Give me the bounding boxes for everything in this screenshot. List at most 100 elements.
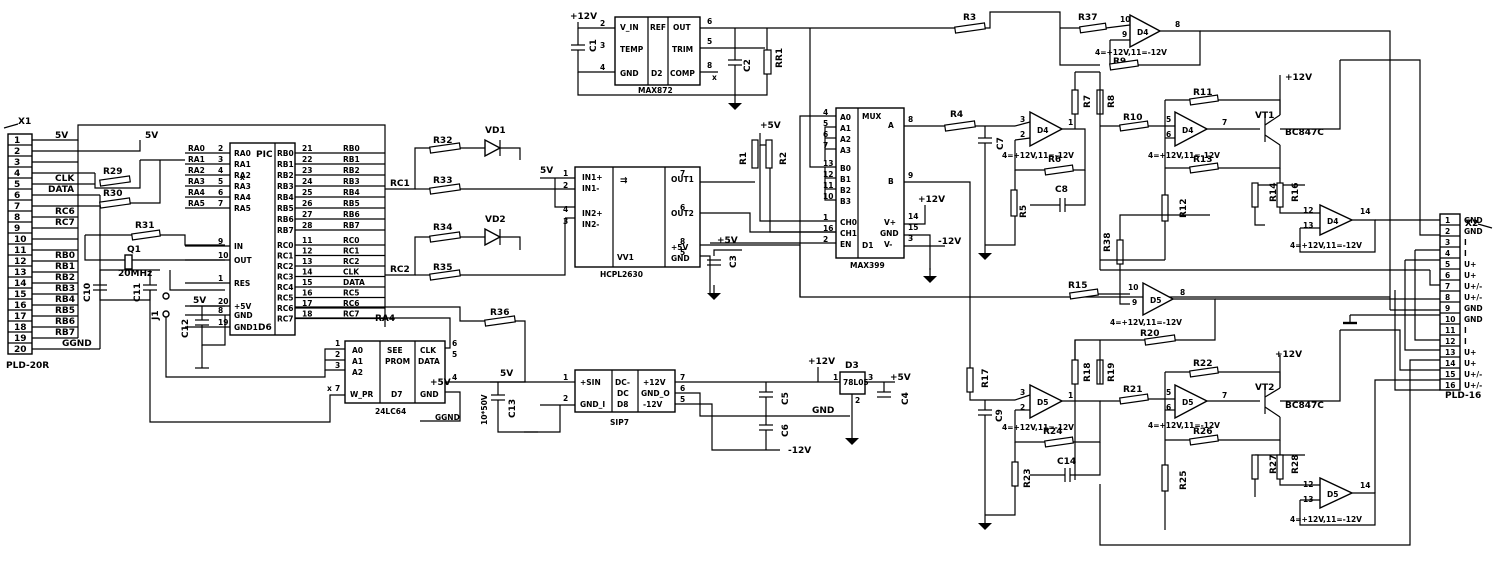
resistor-r28 [1276,454,1284,480]
d7-a2: A2 [352,368,363,377]
d1-r-5v: +5V [760,121,781,131]
d4b-supply: 4=+12V,11=-12V [1002,151,1074,160]
x1-net-rc7: RC7 [55,218,75,228]
r10-label: R10 [1123,113,1142,123]
d6-left-pins: RA02RA0RA13RA1RA24RA2RA35RA3RA46RA4RA57R… [185,144,258,332]
vv1-ref: VV1 [617,253,634,262]
d1-pin-a0: A0 [840,113,851,122]
d6-power: 5V C12 [181,296,226,369]
d6-lnum-2: 4 [218,166,223,175]
d2-pin-trim: TRIM [672,45,693,54]
d6-lnet-0: RA0 [188,144,205,153]
d6-lnum-0: 2 [218,144,223,153]
d2-pin-temp: TEMP [620,45,644,54]
c14-label: C14 [1057,457,1076,467]
x1-pin-11: 11 [14,246,27,256]
crystal-q1 [124,254,133,270]
d3-part: 78L05 [843,378,869,387]
sip7-d8: D8 [617,400,628,409]
x1-pin-15: 15 [14,290,27,300]
rr1-label: RR1 [775,48,785,68]
d1-lnum-0: 4 [823,108,828,117]
x2-signal-14: U+ [1464,359,1476,368]
x2-pin-6: 6 [1445,271,1450,280]
r19-label: R19 [1107,363,1117,382]
r21-label: R21 [1123,385,1142,395]
vv1-n7: 7 [680,169,685,178]
x2-part: PLD-16 [1445,391,1481,401]
d6-x-mark: x [240,173,245,182]
d7-n1: 1 [335,339,340,348]
d6-pin-rb6: RB6 [277,215,294,224]
d2-pin-vin: V_IN [620,23,639,32]
x1-label: X1 [18,117,31,127]
r11-label: R11 [1193,88,1212,98]
vv1-out1: OUT1 [671,175,694,184]
d6-pin-rc0: RC0 [277,241,294,250]
c11-label: C11 [133,283,143,302]
r32-label: R32 [433,136,452,146]
d2-x: x [712,73,717,82]
d6-pin-rc4: RC4 [277,283,294,292]
opamp-d5b: D5 [1037,398,1048,407]
resistor-r18 [1071,359,1079,385]
r3-label: R3 [963,13,976,23]
resistor-r1 [751,139,759,169]
d6-rnet-0: RB0 [343,144,360,153]
d6-rnet-13: RC5 [343,289,360,298]
d7-data: DATA [418,357,440,366]
r13-label: R13 [1193,155,1212,165]
d2-n3: 3 [600,41,605,50]
x1-net-rb6: RB6 [55,317,75,327]
r29-label: R29 [103,167,122,177]
vd1-label: VD1 [485,126,506,136]
x1-net-rb5: RB5 [55,306,75,316]
d1-lnum-10: 2 [823,235,828,244]
vv1-n8: 8 [680,237,685,246]
d4a-n10: 10 [1120,15,1130,24]
d6-rnum-9: 12 [302,247,312,256]
resistor-r12 [1161,194,1169,222]
x2-pin-3: 3 [1445,238,1450,247]
d3-n2: 2 [855,396,860,405]
r15-label: R15 [1068,281,1087,291]
d6-pin-out: OUT [234,256,252,265]
r25-label: R25 [1179,471,1189,490]
d4c-n6: 6 [1166,130,1171,139]
r2-label: R2 [779,152,789,165]
resistor-r15 [1069,288,1099,300]
x2-signal-7: U+/- [1464,282,1482,291]
d1-vp: V+ [884,218,896,227]
x1-net-data: DATA [48,185,74,195]
d6-rnet-14: RC6 [343,299,360,308]
c5-label: C5 [781,392,791,405]
x2-pin-8: 8 [1445,293,1450,302]
vv1-in1p: IN1+ [582,173,603,182]
x1-pin-1: 1 [14,136,20,146]
d1-n3: 3 [908,234,913,243]
d7-a1: A1 [352,357,363,366]
r5-label: R5 [1019,205,1029,218]
d1-vm: V- [884,240,892,249]
d6-rnet-8: RC0 [343,236,360,245]
vv1-in2m: IN2- [582,220,599,229]
d4c-n7: 7 [1222,118,1227,127]
d6-rnum-15: 18 [302,310,312,319]
q1-label: Q1 [127,245,141,255]
r37-label: R37 [1078,13,1097,23]
sip7-ref: SIP7 [610,418,629,427]
d6-rnet-12: DATA [343,278,365,287]
d1-gnd: GND [880,229,899,238]
d1-b: B [888,177,894,186]
x2-pin-16: 16 [1445,381,1455,390]
d6-pin-+5v: +5V [234,302,252,311]
d5b-n3: 3 [1020,388,1025,397]
c4-label: C4 [901,392,911,405]
sip7-gnd: GND [812,406,834,416]
d4a-n9: 9 [1122,30,1127,39]
x1-pin-9: 9 [14,224,20,234]
d5c-n5: 5 [1166,388,1171,397]
opamp-d4b: D4 [1037,126,1048,135]
